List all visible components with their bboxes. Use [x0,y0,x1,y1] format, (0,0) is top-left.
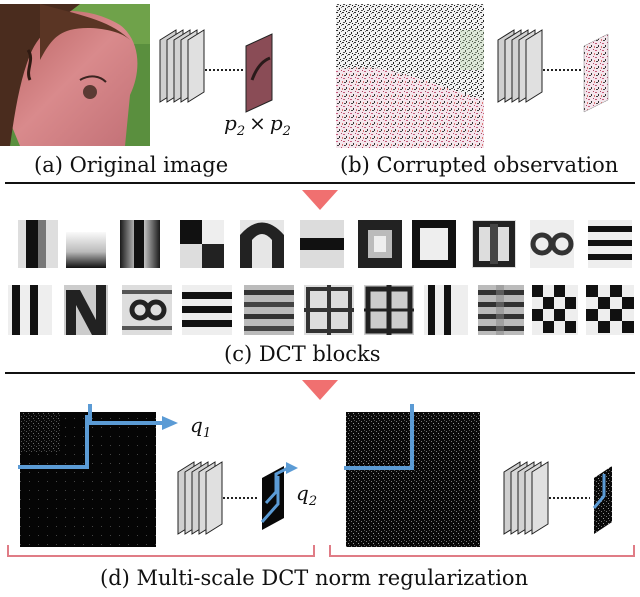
corrupted-image [336,4,484,148]
dct-block [120,220,160,268]
dct-blocks-row-2 [8,285,634,335]
dct-block [532,285,578,335]
dct-block [304,285,354,335]
patch-stack-a [159,29,205,103]
dct-block [66,232,106,268]
q1-label: q1 [190,413,211,441]
down-arrow-1 [302,190,338,210]
dct-block [424,285,468,335]
dct-block [8,285,52,335]
caption-d: (d) Multi-scale DCT norm regularization [100,566,528,590]
dct-blocks-row-1 [18,220,632,268]
patch-stack-d-left [177,461,223,535]
dct-block [244,285,294,335]
caption-a: (a) Original image [34,153,228,177]
dct-block [588,220,632,268]
patch-size-label: p2×p2 [224,111,291,139]
patch-d-right [594,466,612,534]
blue-lines-left [18,404,178,469]
dct-block [412,220,456,268]
bracket-left [7,545,315,557]
caption-b: (b) Corrupted observation [340,153,618,177]
dct-block [180,220,224,268]
dct-block [364,285,414,335]
dct-block [530,220,574,268]
patch-b [583,33,609,113]
dct-block [18,220,58,268]
dct-block [300,220,344,268]
down-arrow-2 [302,380,338,400]
patch-a [245,33,273,113]
original-image [0,4,150,147]
patch-stack-d-right [503,461,549,535]
dct-block [472,220,516,268]
dct-block [478,285,524,335]
dct-block [240,220,284,268]
dct-block [64,285,108,335]
q2-label: q2 [296,481,317,509]
blue-lines-right [344,404,414,470]
caption-c: (c) DCT blocks [224,342,380,366]
dct-block [182,285,232,335]
bracket-right [329,545,635,557]
coefficient-map-left [20,412,156,547]
dct-block [358,220,402,268]
dct-block [122,285,172,335]
patch-stack-b [497,29,543,103]
dct-block [586,285,634,335]
